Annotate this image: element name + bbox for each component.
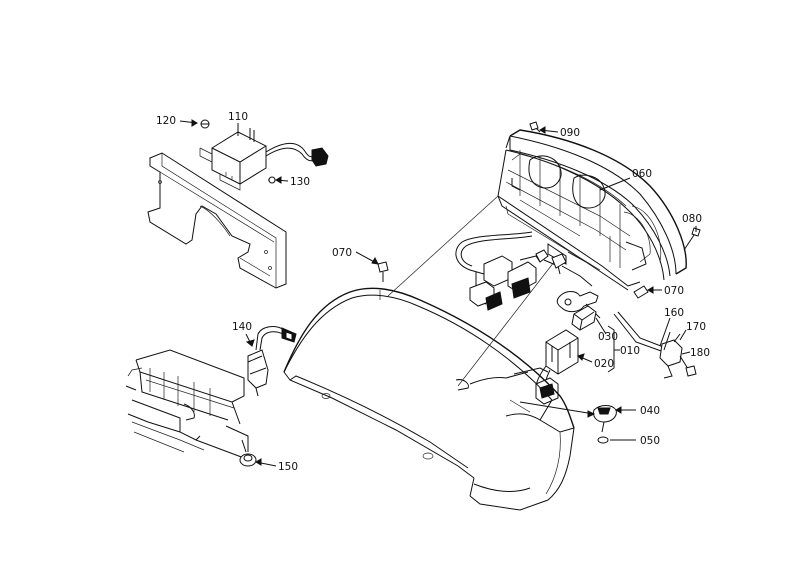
label-040: 040: [640, 405, 660, 417]
cable-2: [505, 371, 529, 379]
relay-unit: [199, 128, 329, 191]
sensor-040: [519, 401, 636, 433]
wiring-harness: [455, 231, 593, 311]
label-170: 170: [686, 321, 706, 333]
cable-3: [469, 377, 507, 385]
guide-line-1: [387, 195, 499, 297]
label-090: 090: [560, 127, 580, 139]
label-110: 110: [228, 111, 248, 123]
label-030: 030: [598, 331, 618, 343]
grommet-150: [239, 439, 277, 467]
label-130: 130: [290, 176, 310, 188]
switch-020: [535, 329, 579, 405]
label-160: 160: [664, 307, 684, 319]
arrow-130: [275, 176, 282, 184]
label-180: 180: [690, 347, 710, 359]
leader-170: [679, 329, 687, 341]
label-080: 080: [682, 213, 702, 225]
key-switch: [571, 305, 597, 331]
leader-060: [599, 177, 631, 191]
label-020: 020: [594, 358, 614, 370]
label-140: 140: [232, 321, 252, 333]
leader-160: [659, 317, 671, 347]
label-060: 060: [632, 168, 652, 180]
screw-120: [179, 119, 210, 129]
bracket-010: [607, 325, 615, 373]
arrow-020: [577, 353, 585, 361]
screw-070-top: [355, 251, 389, 282]
label-150: 150: [278, 461, 298, 473]
leader-030: [595, 317, 607, 335]
label-010: 010: [620, 345, 640, 357]
label-120: 120: [156, 115, 176, 127]
lever-assembly: [613, 311, 697, 379]
screw-080: [683, 226, 701, 251]
front-grille-frame: [125, 349, 249, 459]
cable-to-switch: [513, 367, 549, 375]
mounting-bracket: [147, 152, 287, 289]
hood-cowl: [283, 287, 575, 511]
label-070-top: 070: [332, 247, 352, 259]
guide-line-2: [457, 261, 555, 387]
horn-140: [245, 326, 297, 397]
screw-070-right: [633, 285, 662, 299]
label-070-right: 070: [664, 285, 684, 297]
leader-180: [681, 351, 691, 355]
screw-090: [529, 121, 559, 134]
instrument-panel: [497, 129, 687, 291]
washer-050: [597, 436, 636, 444]
label-050: 050: [640, 435, 660, 447]
